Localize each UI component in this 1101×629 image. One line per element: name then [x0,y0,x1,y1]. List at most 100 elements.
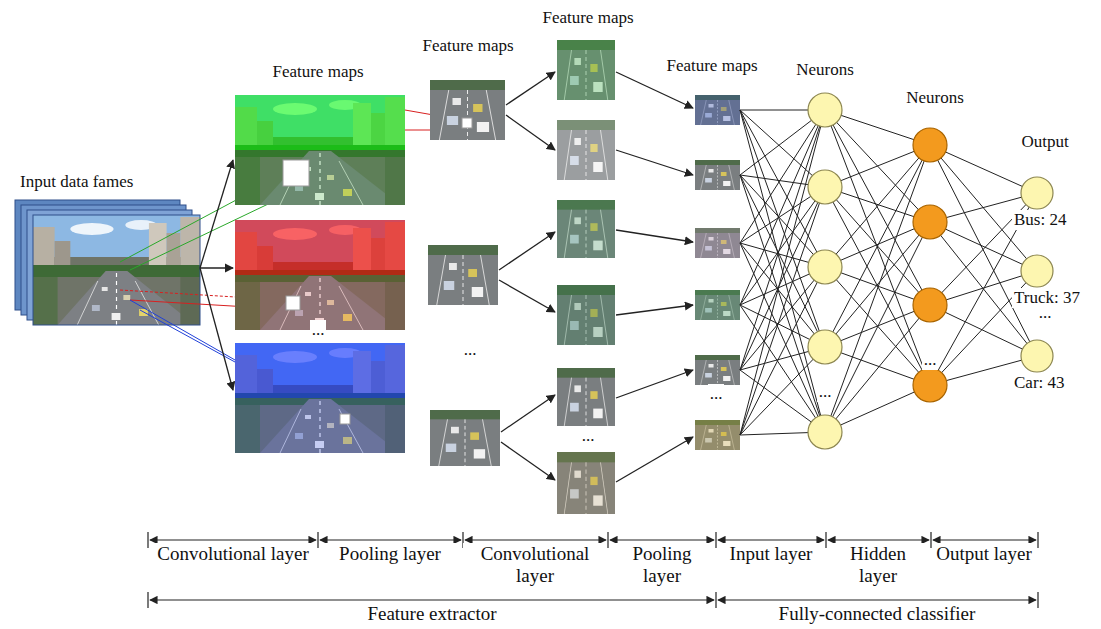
label: Feature maps [540,8,635,28]
label: ... [462,340,479,360]
illustration-part [33,215,200,325]
flow-arrows [200,72,693,482]
illustration-part [557,285,615,345]
label: Convolutional layer [151,543,315,565]
illustration-part [695,355,740,385]
illustration-part [695,228,740,258]
label: Feature extractor [365,603,498,625]
input-frames [15,200,200,325]
neuron-circle [808,415,842,449]
illustration-part [235,220,405,275]
illustration-part [557,120,615,180]
illustration-part [33,215,200,325]
illustration-part [147,532,148,548]
neuron-circle [1021,177,1053,209]
illustration-part [150,599,714,600]
illustration-part [616,72,693,108]
label: ... [922,350,939,370]
illustration-part [557,120,615,180]
illustration-part [501,395,555,432]
label: Car: 43 [1012,373,1067,393]
feature-maps-2 [428,80,505,466]
connection-line [930,305,1037,356]
illustration-part [695,160,740,190]
illustration-part [340,414,350,424]
illustration-part [235,220,405,330]
layer-brackets [148,532,1038,608]
label: ... [708,384,725,404]
network-connections [740,110,1037,435]
illustration-part [320,539,461,540]
illustration-part [501,442,555,480]
illustration-part [200,267,233,268]
illustration-part [718,599,1036,600]
neuron-circle [913,368,947,402]
illustration-part [557,40,615,100]
illustration-part [506,72,555,105]
illustration-part [695,290,740,320]
illustration-part [465,539,606,540]
illustration-part [317,532,318,548]
label: Pooling layer [321,543,460,565]
connection-line [825,145,930,267]
illustration-part [607,532,608,548]
illustration-part [616,437,693,482]
receptive-lines [120,110,472,425]
illustration-part [235,95,405,205]
label: Neurons [904,88,966,108]
illustration-part [695,420,740,450]
label: Feature maps [664,56,759,76]
label: Hidden layer [827,543,929,587]
label: ... [310,320,327,340]
illustration-part [718,539,824,540]
neuron-circle [1021,340,1053,372]
illustration-part [235,398,405,453]
neurons [808,93,1053,449]
connection-line [825,145,930,347]
neuron-circle [913,128,947,162]
connection-line [740,110,825,370]
illustration-part [616,305,693,315]
illustration-part [462,118,472,128]
illustration-part [695,95,740,125]
label: Input data fames [18,172,135,192]
label: Neurons [794,60,856,80]
connection-line [930,145,1037,271]
feature-maps-3 [557,40,615,514]
illustration-part [557,285,615,345]
illustration-part [557,368,615,426]
illustration-part [695,420,740,450]
connection-line [825,222,930,347]
connection-line [740,305,825,432]
illustration-part [616,370,693,398]
illustration-part [557,40,615,100]
illustration-part [557,200,615,258]
illustration-part [715,592,716,608]
illustration-part [428,245,498,305]
neuron-circle [913,288,947,322]
neuron-circle [808,330,842,364]
illustration-part [616,150,693,175]
illustration-part [235,343,405,398]
illustration-part [557,200,615,258]
illustration-part [557,452,615,514]
label: Feature maps [420,36,515,56]
neuron-circle [808,170,842,204]
illustration-part [828,539,929,540]
label: Feature maps [270,62,365,82]
neuron-circle [1021,255,1053,287]
label: Input layer [719,543,823,565]
illustration-part [695,290,740,320]
label: Output [1019,132,1070,152]
neuron-circle [913,205,947,239]
illustration-part [283,160,309,186]
label: Bus: 24 [1012,210,1068,230]
feature-maps-1 [235,95,405,453]
illustration-part [286,296,300,310]
illustration-part [430,80,505,140]
illustration-part [933,539,1036,540]
illustration-part [695,95,740,125]
connection-line [825,305,930,432]
connection-line [825,222,930,432]
